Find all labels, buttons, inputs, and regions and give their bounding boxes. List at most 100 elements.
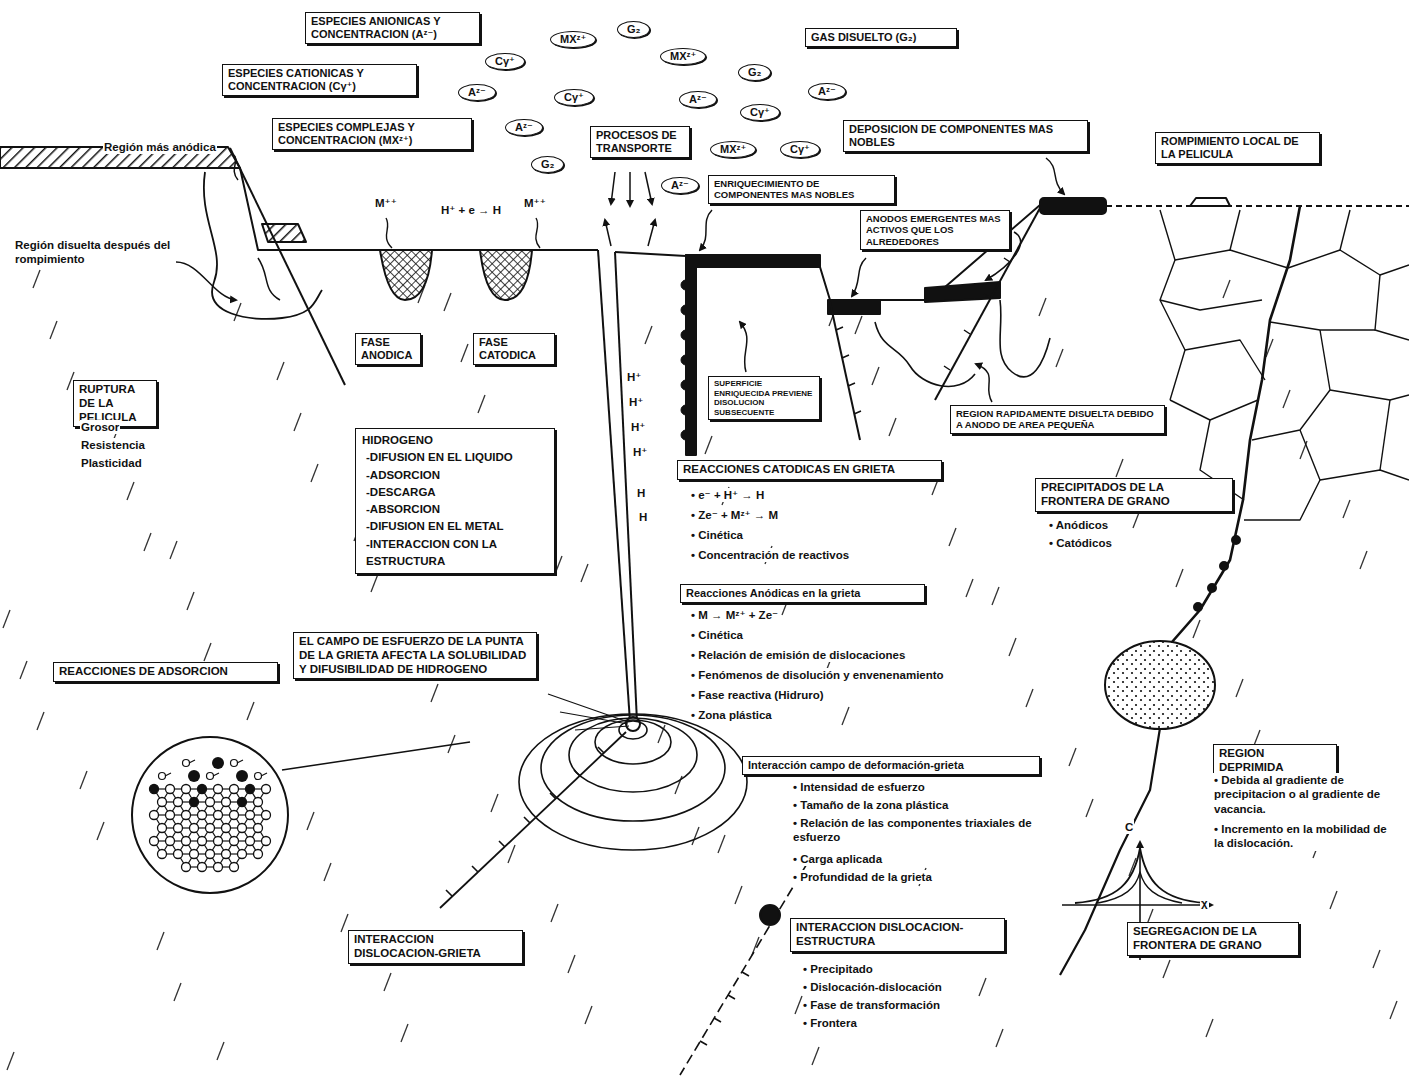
node-text: REACCIONES CATODICAS EN GRIETA [683,463,936,477]
adsorbed-molecule [159,773,166,780]
hatch-stroke [461,344,468,362]
species-oval: Cγ⁺ [554,89,594,106]
hatch-stroke [1236,679,1243,697]
lattice-atom [198,863,207,872]
noble-deposit [1040,198,1106,214]
annotation-label: M⁺⁺ [374,196,398,210]
grain-structure [1160,210,1409,520]
lattice-atom [198,837,207,846]
lattice-atom [182,863,191,872]
annotation-label: • Catódicos [1048,536,1113,550]
annotation-label: C [1124,820,1134,834]
hatch-stroke [555,556,562,574]
lattice-atom [174,798,183,807]
hatch-stroke [979,978,986,996]
lattice-atom [222,798,231,807]
lattice-atom [230,837,239,846]
lattice-atom [262,837,271,846]
hatch-stroke [508,845,515,863]
label-box: ANODOS EMERGENTES MAS ACTIVOS QUE LOS AL… [860,210,1010,250]
hydrogen-box: HIDROGENO-DIFUSION EN EL LIQUIDO-ADSORCI… [355,428,555,574]
hatch-stroke [277,362,284,380]
hatch-stroke [341,914,348,932]
adsorbed-atom [188,770,200,782]
boundary-precipitate [1220,562,1228,570]
adsorbed-molecule [165,773,171,776]
hatch-stroke [1039,298,1046,316]
lattice-atom [222,850,231,859]
dislocation-ticks [836,327,861,414]
species-oval: MXᶻ⁺ [710,141,756,158]
hatch-stroke [1086,799,1093,817]
lattice-atom [182,785,191,794]
hatch-stroke [872,367,879,385]
node-text: GAS DISUELTO (G₂) [811,31,951,44]
hatch-stroke [949,528,956,546]
label-box: FASE CATODICA [473,333,555,365]
lattice-atom [254,824,263,833]
label-box: ESPECIES CATIONICAS Y CONCENTRACION (Cγ⁺… [222,64,417,96]
annotation-label: • Relación de emisión de dislocaciones [690,648,906,662]
lattice-atom [150,811,159,820]
graph-axis [1062,904,1212,906]
node-text: MXᶻ⁺ [670,50,696,63]
adsorbed-molecule [189,760,195,763]
enriched-layer [686,255,820,267]
metal-surface [532,249,598,251]
annotation-label: M⁺⁺ [523,196,547,210]
node-text: Aᶻ⁻ [689,93,707,106]
species-oval: G₂ [617,21,650,38]
dislocation-ticks [446,747,604,896]
hatch-stroke [568,955,575,973]
annotation-label: H [638,510,648,524]
noble-deposit [828,300,880,314]
lattice-atom [190,824,199,833]
adsorbed-molecule [261,773,267,776]
metal-surface [1106,205,1409,207]
node-text: REGION DEPRIMIDA [1219,747,1331,775]
transport-arrow [648,220,655,246]
leader-line [1046,158,1064,194]
label-box: SUPERFICIE ENRIQUECIDA PREVIENE DISOLUCI… [708,376,820,420]
node-text: EL CAMPO DE ESFUERZO DE LA PUNTA DE LA G… [299,635,531,676]
label-box: Interacción campo de deformación-grieta [742,756,1040,775]
node-text: REACCIONES DE ADSORCION [59,665,272,679]
hatch-stroke [1163,960,1170,978]
hatch-stroke [842,707,849,725]
label-box: ESPECIES ANIONICAS Y CONCENTRACION (Aᶻ⁻) [305,12,480,44]
lattice-atom [198,785,207,794]
cathodic-pit [480,250,532,300]
hatch-stroke [234,303,241,321]
node-text: DEPOSICION DE COMPONENTES MAS NOBLES [849,123,1082,149]
plastic-zone [541,715,725,821]
label-box: GAS DISUELTO (G₂) [805,28,957,47]
hatch-stroke [144,533,151,551]
hatch-stroke [7,1052,14,1070]
annotation-label: • Intensidad de esfuerzo [792,780,926,794]
node-text: RUPTURA DE LA PELICULA [79,383,151,424]
surface-film [1190,198,1230,206]
hatch-stroke [1206,1019,1213,1037]
slip-band [440,732,626,908]
lattice-atom [198,811,207,820]
annotation-label: H⁺ [630,420,646,434]
hatch-stroke [294,413,301,431]
hatch-stroke [705,436,712,454]
hatch-stroke [1373,950,1380,968]
adsorption-inset [132,737,288,893]
node-text: PROCESOS DE TRANSPORTE [596,129,684,155]
node-text: HIDROGENO [362,432,548,449]
lattice-atom [254,798,263,807]
leader-line [232,154,238,180]
lattice-atom [206,824,215,833]
annotation-label: • Relación de las componentes triaxiales… [792,816,1049,845]
species-oval: G₂ [738,64,771,81]
label-box: PROCESOS DE TRANSPORTE [590,126,690,158]
node-text: Cγ⁺ [750,106,770,119]
hatch-stroke [1330,891,1337,909]
hatch-stroke [1193,620,1200,638]
leader-line [700,210,712,250]
node-body-text: -ADSORCION [362,467,548,484]
annotation-label: • Fase de transformación [802,998,941,1012]
species-oval: Cγ⁺ [780,141,820,158]
